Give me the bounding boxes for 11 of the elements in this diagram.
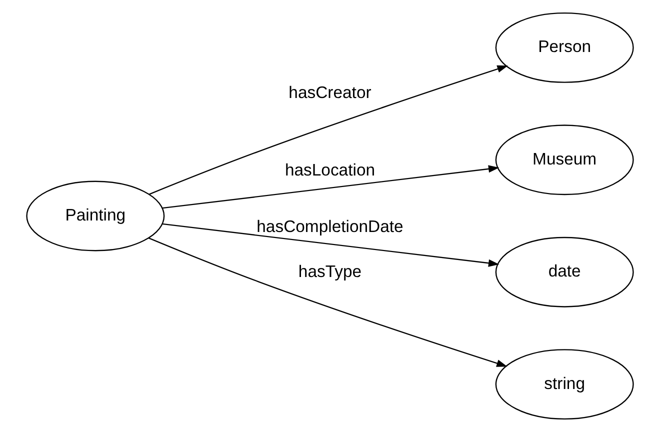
node-ellipse: Painting (26, 180, 164, 252)
arrow (148, 238, 507, 367)
arrow (162, 223, 499, 267)
node-ellipse: Museum (494, 124, 634, 196)
edge-label: hasType (298, 262, 362, 282)
arrow (162, 165, 499, 209)
edge-label: hasCompletionDate (256, 216, 403, 236)
edge-label: hasCreator (288, 83, 371, 102)
edge-label: hasLocation (284, 160, 375, 180)
node-ellipse: date (494, 236, 634, 308)
arrow (148, 65, 508, 195)
